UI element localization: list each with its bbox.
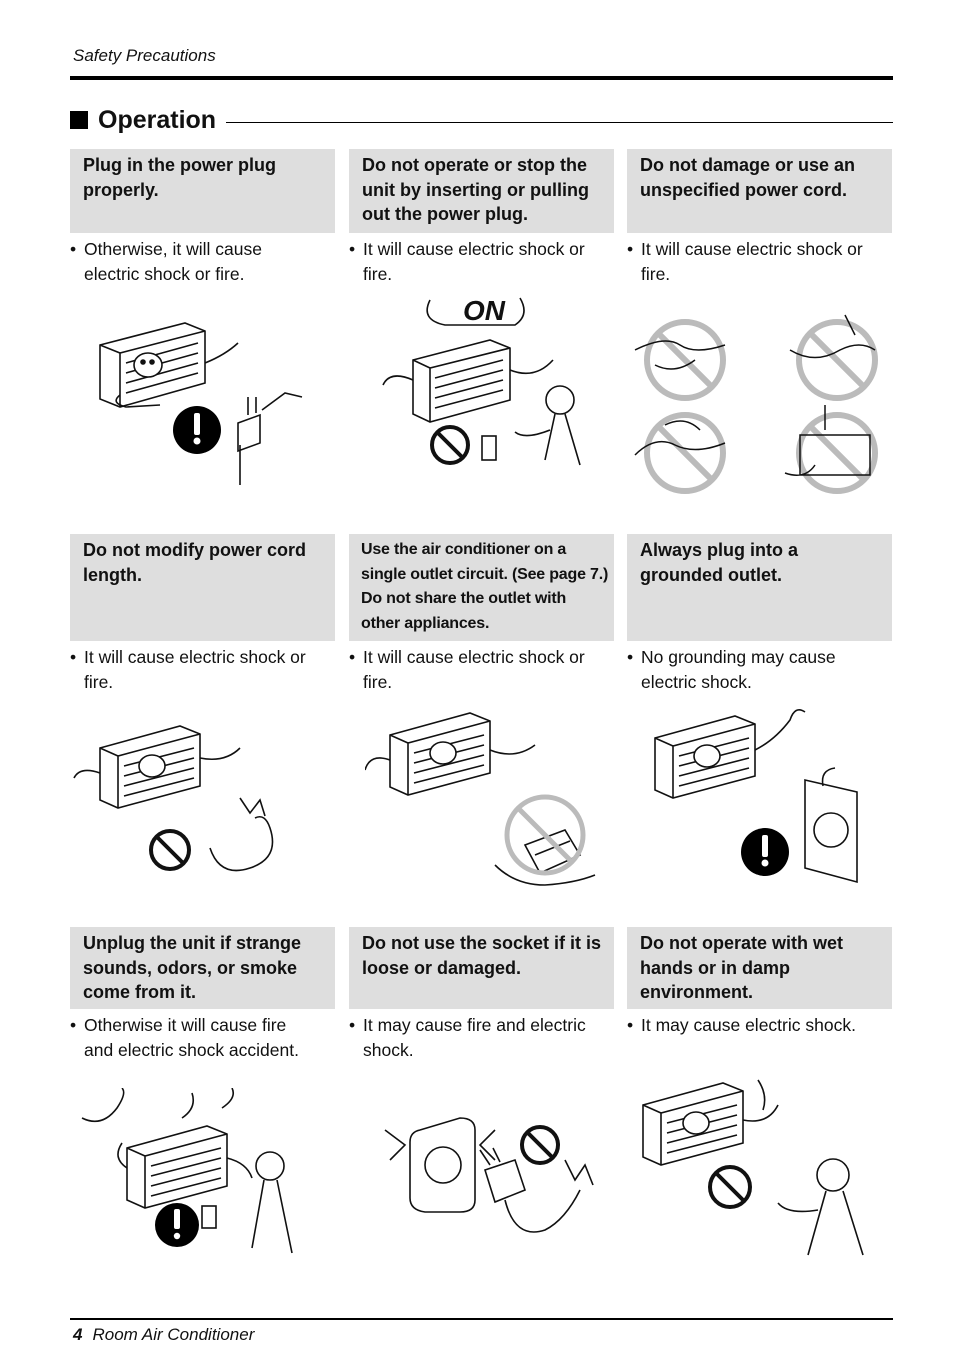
card-power-cord-damage: Do not damage or use an unspecified powe… [627,149,892,286]
card-bullet: Otherwise, it will cause electric shock … [70,237,335,286]
card-title-box: Do not damage or use an unspecified powe… [627,149,892,233]
card-title-box: Do not use the socket if it is loose or … [349,927,614,1009]
mandatory-exclamation-icon [741,828,789,876]
card-modify-cord: Do not modify power cord length. It will… [70,534,335,694]
bullet-line: electric shock. [641,671,752,692]
card-bullet: It will cause electric shock or fire. [627,237,892,286]
card-wet-hands: Do not operate with wet hands or in damp… [627,927,892,1038]
header-rule [70,76,893,80]
bullet-line: and electric shock accident. [84,1039,299,1060]
card-plug-properly: Plug in the power plug properly. Otherwi… [70,149,335,286]
bullet-line: It may cause electric shock. [641,1015,856,1035]
card-title-line: environment. [640,982,754,1002]
card-single-outlet: Use the air conditioner on a single outl… [349,534,614,694]
card-title-line: grounded outlet. [640,564,782,585]
bullet-line: fire. [363,263,393,284]
bullet-line: It will cause electric shock or [641,239,863,259]
card-bullet: It will cause electric shock or fire. [349,237,614,286]
card-title-line: Do not operate with wet [640,933,844,953]
card-title-box: Do not modify power cord length. [70,534,335,641]
card-title-box: Do not operate or stop the unit by inser… [349,149,614,233]
card-title-line: come from it. [83,982,197,1002]
section-marker-icon [70,111,88,129]
card-title-line: Do not operate or stop the [362,155,587,175]
bullet-line: No grounding may cause [641,647,836,667]
card-title-line: hands or in damp [640,957,791,978]
card-loose-socket: Do not use the socket if it is loose or … [349,927,614,1062]
card-grounded-outlet: Always plug into a grounded outlet. No g… [627,534,892,694]
card-bullet: It may cause fire and electric shock. [349,1013,614,1062]
card-bullet: It will cause electric shock or fire. [70,645,335,694]
illustration-plug-properly [99,322,303,485]
card-title-line: properly. [83,179,159,200]
header-label: Safety Precautions [73,46,216,65]
prohibition-icon [520,1125,560,1165]
mandatory-exclamation-icon [173,406,221,454]
card-title-box: Use the air conditioner on a single outl… [349,534,614,641]
card-title-line: unspecified power cord. [640,179,848,200]
illustration-unplug-strange [81,1088,293,1254]
card-title-line: sounds, odors, or smoke [83,957,298,978]
card-title-line: single outlet circuit. (See page 7.) [361,565,609,583]
card-title-line: unit by inserting or pulling [362,179,589,200]
illustration-cord-damage [634,314,878,494]
footer: 4 Room Air Conditioner [73,1325,254,1345]
card-title-box: Do not operate with wet hands or in damp… [627,927,892,1009]
section-heading: Operation [70,104,893,136]
on-label: ON [463,295,506,326]
mandatory-exclamation-icon [155,1203,199,1247]
bullet-line: It will cause electric shock or [363,239,585,259]
illustration-wet-hands [642,1079,864,1256]
card-title-line: other appliances. [361,614,490,632]
card-title-line: length. [83,564,142,585]
card-title-box: Always plug into a grounded outlet. [627,534,892,641]
bullet-line: Otherwise, it will cause [84,239,262,259]
card-unplug-strange: Unplug the unit if strange sounds, odors… [70,927,335,1062]
card-title-line: Unplug the unit if strange [83,933,301,953]
bullet-line: fire. [363,671,393,692]
card-bullet: Otherwise it will cause fire and electri… [70,1013,335,1062]
card-title-line: Do not share the outlet with [361,590,567,607]
bullet-line: electric shock or fire. [84,263,245,284]
illustration-grounded-outlet [654,709,858,884]
illustration-modify-cord [73,725,274,872]
prohibition-icon [430,425,470,465]
card-title-line: Plug in the power plug [83,155,276,175]
prohibition-icon [149,829,191,871]
card-bullet: It will cause electric shock or fire. [349,645,614,694]
prohibition-icon [708,1165,752,1209]
card-title-line: Do not use the socket if it is [362,933,602,953]
card-title-box: Unplug the unit if strange sounds, odors… [70,927,335,1009]
card-title-line: Use the air conditioner on a [361,541,567,558]
card-title-line: Always plug into a [640,540,799,560]
bullet-line: fire. [84,671,114,692]
footer-title: Room Air Conditioner [92,1325,255,1344]
card-bullet: It may cause electric shock. [627,1013,892,1038]
card-title-line: Do not modify power cord [83,540,306,560]
card-title-line: loose or damaged. [362,957,522,978]
section-rule [226,121,893,123]
illustration-single-outlet [365,712,596,886]
footer-rule [70,1318,893,1320]
bullet-line: It may cause fire and electric [363,1015,586,1035]
section-title: Operation [98,105,217,134]
card-no-plug-operate: Do not operate or stop the unit by inser… [349,149,614,286]
bullet-line: fire. [641,263,671,284]
bullet-line: Otherwise it will cause fire [84,1015,287,1035]
card-title-line: Do not damage or use an [640,155,856,175]
bullet-line: shock. [363,1039,414,1060]
card-bullet: No grounding may cause electric shock. [627,645,892,694]
illustration-loose-socket [384,1117,594,1233]
illustration-no-plug-operate: ON [382,295,581,466]
card-title-line: out the power plug. [362,204,528,224]
bullet-line: It will cause electric shock or [363,647,585,667]
card-title-box: Plug in the power plug properly. [70,149,335,233]
bullet-line: It will cause electric shock or [84,647,306,667]
page-number: 4 [73,1325,83,1344]
